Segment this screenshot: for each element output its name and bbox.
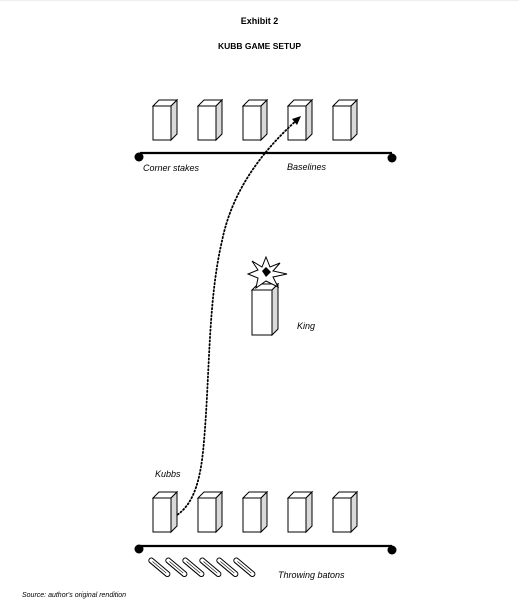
kubb-block	[242, 491, 268, 533]
top-left-corner-stake	[134, 152, 144, 162]
trajectory-arrowhead	[292, 116, 301, 125]
throwing-batons	[147, 556, 257, 579]
throwing-batons-label: Throwing batons	[278, 570, 345, 580]
source-note: Source: author's original rendition	[22, 592, 127, 599]
king-label: King	[297, 321, 315, 331]
kubb-block	[242, 99, 268, 141]
kubb-block	[332, 491, 358, 533]
crown-icon	[246, 255, 288, 290]
kubb-block	[197, 99, 223, 141]
kubb-block	[287, 99, 313, 141]
kubb-block	[287, 491, 313, 533]
top-right-corner-stake	[387, 153, 397, 163]
bottom-left-corner-stake	[134, 544, 144, 554]
top-kubbs	[152, 99, 358, 141]
baselines-label: Baselines	[287, 162, 327, 172]
kubb-block	[152, 491, 178, 533]
bottom-kubbs	[152, 491, 358, 533]
kubbs-label: Kubbs	[155, 469, 181, 479]
kubb-block	[332, 99, 358, 141]
diagram-title: KUBB GAME SETUP	[217, 41, 302, 51]
bottom-right-corner-stake	[387, 545, 397, 555]
kubb-block	[197, 491, 223, 533]
corner-stakes-label: Corner stakes	[143, 163, 200, 173]
kubb-block	[152, 99, 178, 141]
throw-trajectory	[157, 118, 299, 524]
exhibit-label: Exhibit 2	[240, 16, 279, 26]
king	[246, 255, 288, 337]
